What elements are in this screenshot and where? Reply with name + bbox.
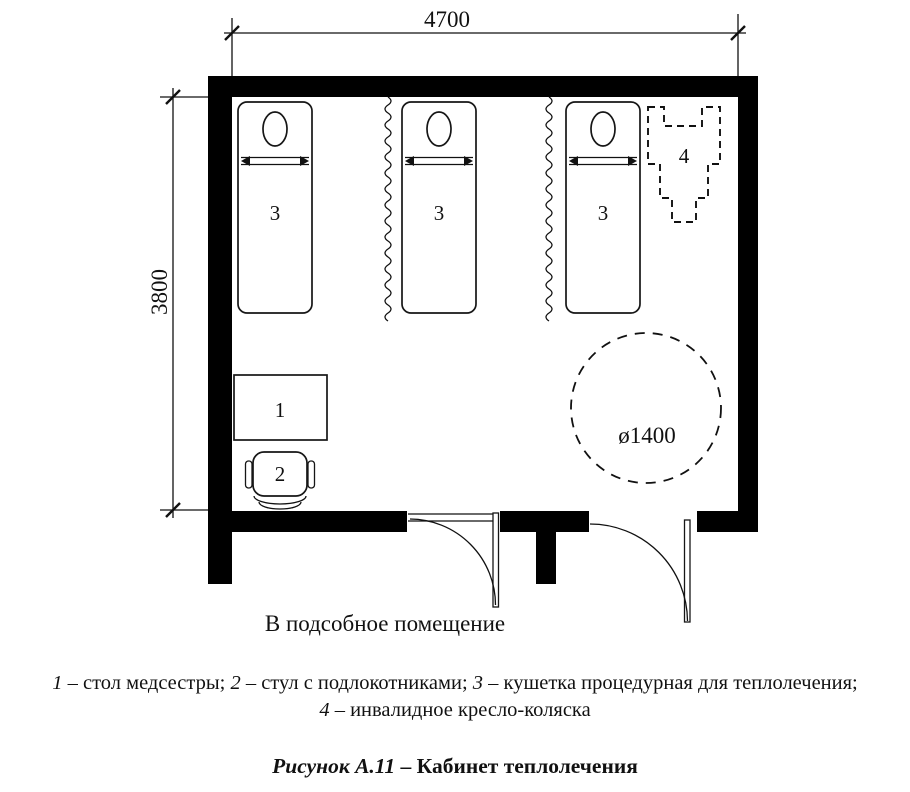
door-swing-arc [409,518,497,606]
legend-text: – инвалидное кресло-коляска [329,699,591,722]
door-right [589,519,691,623]
legend-text: – стул с подлокотниками; [240,672,473,694]
screen-curtain-line [545,96,553,322]
turning-circle-outline [570,332,722,484]
chair-base [258,501,302,510]
legend-text: – стол медсестры; [62,672,231,694]
chair-armrest-left [244,460,253,489]
door-left [408,512,500,608]
legend-num: 1 [52,672,63,694]
table-label: 1 [275,398,286,422]
door-leaf [492,512,500,608]
wheelchair-outline [647,106,721,223]
wall-right [738,76,758,532]
legend-text: – кушетка процедурная для теплолечения; [483,672,858,694]
door-leaf [683,519,691,623]
floor-plan: 3 4700 3800 [147,7,758,636]
chair-base [253,495,307,505]
wall-top [208,76,758,97]
legend-line-2: 4 – инвалидное кресло-коляска [0,697,910,724]
caption-separator: – [395,754,417,779]
chair-label: 2 [275,462,286,486]
legend-num: 2 [230,672,241,694]
legend: 1 – стол медсестры; 2 – стул с подлокотн… [0,670,910,724]
figure-caption: Рисунок А.11 – Кабинет теплолечения [0,754,910,779]
door-note: В подсобное помещение [265,611,505,636]
figure-title: Кабинет теплолечения [416,754,638,779]
turning-circle-label: ø1400 [618,423,676,448]
height-dimension-label: 3800 [147,269,172,315]
wheelchair: 4 [647,106,721,223]
turning-circle: ø1400 [570,332,722,484]
legend-line-1: 1 – стол медсестры; 2 – стул с подлокотн… [0,670,910,697]
wall-left [208,76,232,584]
screen-curtain-line [384,96,392,322]
chair-seat [252,451,308,497]
wall-stub-utility [536,532,556,584]
wall-bottom-pier [500,511,589,532]
dimension-height: 3800 [147,88,209,518]
table-outline [233,374,328,441]
door-swing-arc [589,523,689,622]
couch-3 [565,101,641,314]
width-dimension-label: 4700 [424,7,470,32]
legend-num: 3 [472,672,484,694]
walls [208,76,758,584]
wall-bottom-left [208,511,407,532]
dim-tick [165,89,181,105]
wall-bottom-right [697,511,758,532]
dim-tick [730,25,746,41]
couch-2 [401,101,477,314]
dimension-width: 4700 [224,7,746,76]
legend-num: 4 [319,699,330,722]
wheelchair-label: 4 [679,144,690,168]
couch-1 [237,101,313,314]
chair-armrest-right [307,460,316,489]
figure-number: Рисунок А.11 [272,754,396,779]
armchair: 2 [244,451,316,510]
nurse-table: 1 [233,374,328,441]
dim-tick [165,502,181,518]
dim-tick [224,25,240,41]
